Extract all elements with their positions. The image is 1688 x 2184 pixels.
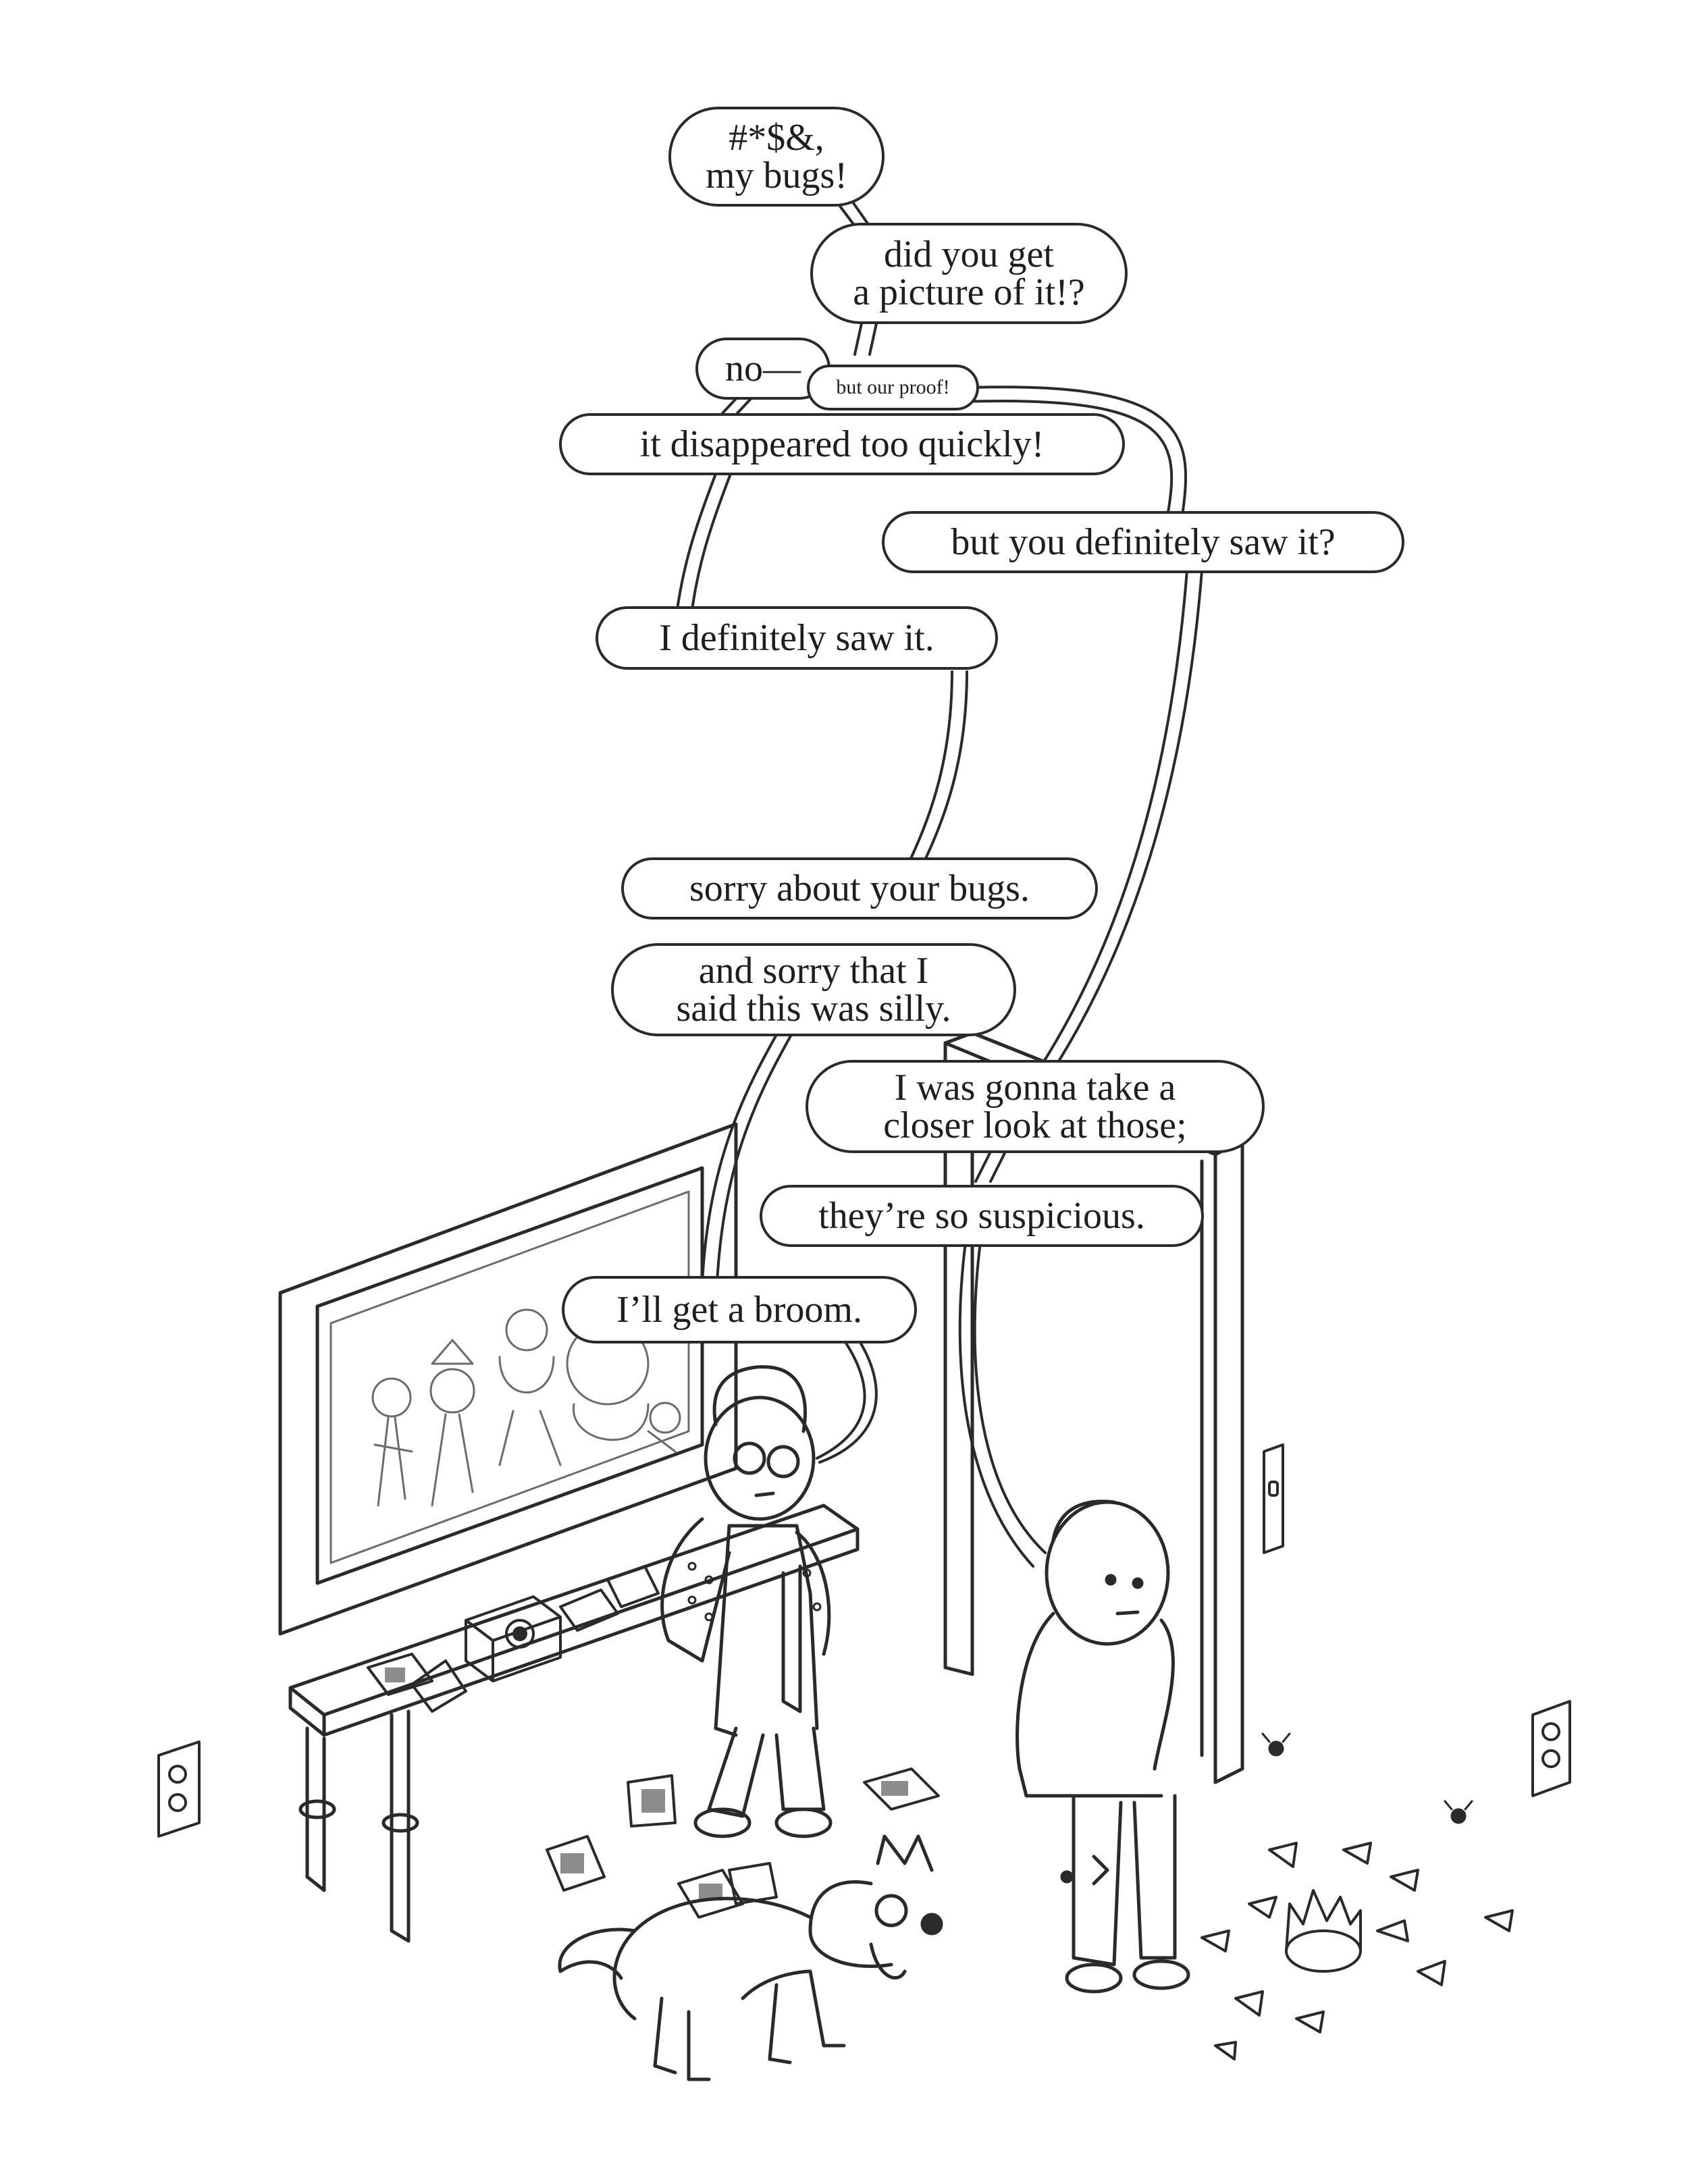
girl-with-hat [660,1365,833,1838]
speech-bubble-sorry-about-your-bugs: sorry about your bugs. [621,857,1098,920]
broken-jar [1201,1842,1514,2060]
speech-bubble-but-our-proof: but our proof! [807,365,979,410]
speech-bubble-did-you-get-picture: did you get a picture of it!? [810,223,1128,324]
speech-bubble-but-you-definitely-saw-it: but you definitely saw it? [882,511,1404,573]
bugs [1060,1732,1473,1884]
speech-bubble-i-was-gonna-take: I was gonna take a closer look at those; [806,1060,1265,1153]
speech-bubble-my-bugs: #*$&, my bugs! [668,107,885,207]
speech-bubble-it-disappeared: it disappeared too quickly! [559,413,1125,475]
instant-camera [465,1595,562,1682]
speech-bubble-ill-get-a-broom: I’ll get a broom. [562,1276,917,1343]
speech-bubble-theyre-so-suspicious: they’re so suspicious. [760,1185,1204,1247]
boy-in-hoodie [1016,1499,1190,1994]
speech-bubble-i-definitely-saw-it: I definitely saw it. [596,606,998,670]
wall-outlets [157,1443,1571,1838]
dog [558,1834,943,2081]
speech-bubble-sorry-that-i-said: and sorry that I said this was silly. [611,943,1016,1036]
